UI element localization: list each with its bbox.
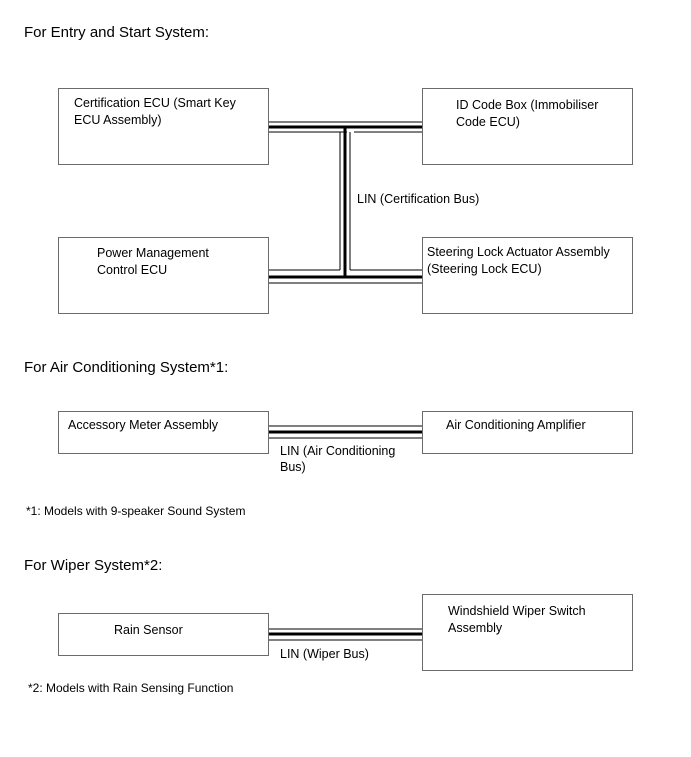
id-code-box: ID Code Box (Immobiliser Code ECU) <box>422 88 633 165</box>
wiper-switch-label: Windshield Wiper Switch Assembly <box>448 604 586 635</box>
power-management-ecu-box: Power Management Control ECU <box>58 237 269 314</box>
rain-sensor-box: Rain Sensor <box>58 613 269 656</box>
rain-sensor-label: Rain Sensor <box>114 623 183 637</box>
certification-bus-trunk <box>339 127 351 277</box>
steering-lock-box: Steering Lock Actuator Assembly (Steerin… <box>422 237 633 314</box>
power-management-ecu-label: Power Management Control ECU <box>97 246 209 277</box>
wiper-heading: For Wiper System*2: <box>24 557 163 574</box>
steering-lock-label: Steering Lock Actuator Assembly (Steerin… <box>427 245 610 276</box>
air-conditioning-bus-line <box>269 425 422 439</box>
air-conditioning-heading: For Air Conditioning System*1: <box>24 359 229 376</box>
footnote-1: *1: Models with 9-speaker Sound System <box>26 504 246 518</box>
id-code-box-label: ID Code Box (Immobiliser Code ECU) <box>456 98 599 129</box>
certification-bus-bottom-line <box>269 269 422 284</box>
certification-ecu-label: Certification ECU (Smart Key ECU Assembl… <box>74 96 236 127</box>
accessory-meter-label: Accessory Meter Assembly <box>68 418 219 432</box>
ac-amplifier-label: Air Conditioning Amplifier <box>446 418 586 432</box>
wiper-switch-box: Windshield Wiper Switch Assembly <box>422 594 633 671</box>
entry-start-heading: For Entry and Start System: <box>24 24 210 41</box>
accessory-meter-box: Accessory Meter Assembly <box>58 411 269 454</box>
wiper-bus-label: LIN (Wiper Bus) <box>280 647 369 661</box>
certification-bus-label: LIN (Certification Bus) <box>357 192 480 206</box>
wiper-bus-line <box>269 628 422 641</box>
footnote-2: *2: Models with Rain Sensing Function <box>28 681 234 695</box>
air-conditioning-bus-label: LIN (Air Conditioning Bus) <box>280 444 396 474</box>
certification-ecu-box: Certification ECU (Smart Key ECU Assembl… <box>58 88 269 165</box>
ac-amplifier-box: Air Conditioning Amplifier <box>422 411 633 454</box>
